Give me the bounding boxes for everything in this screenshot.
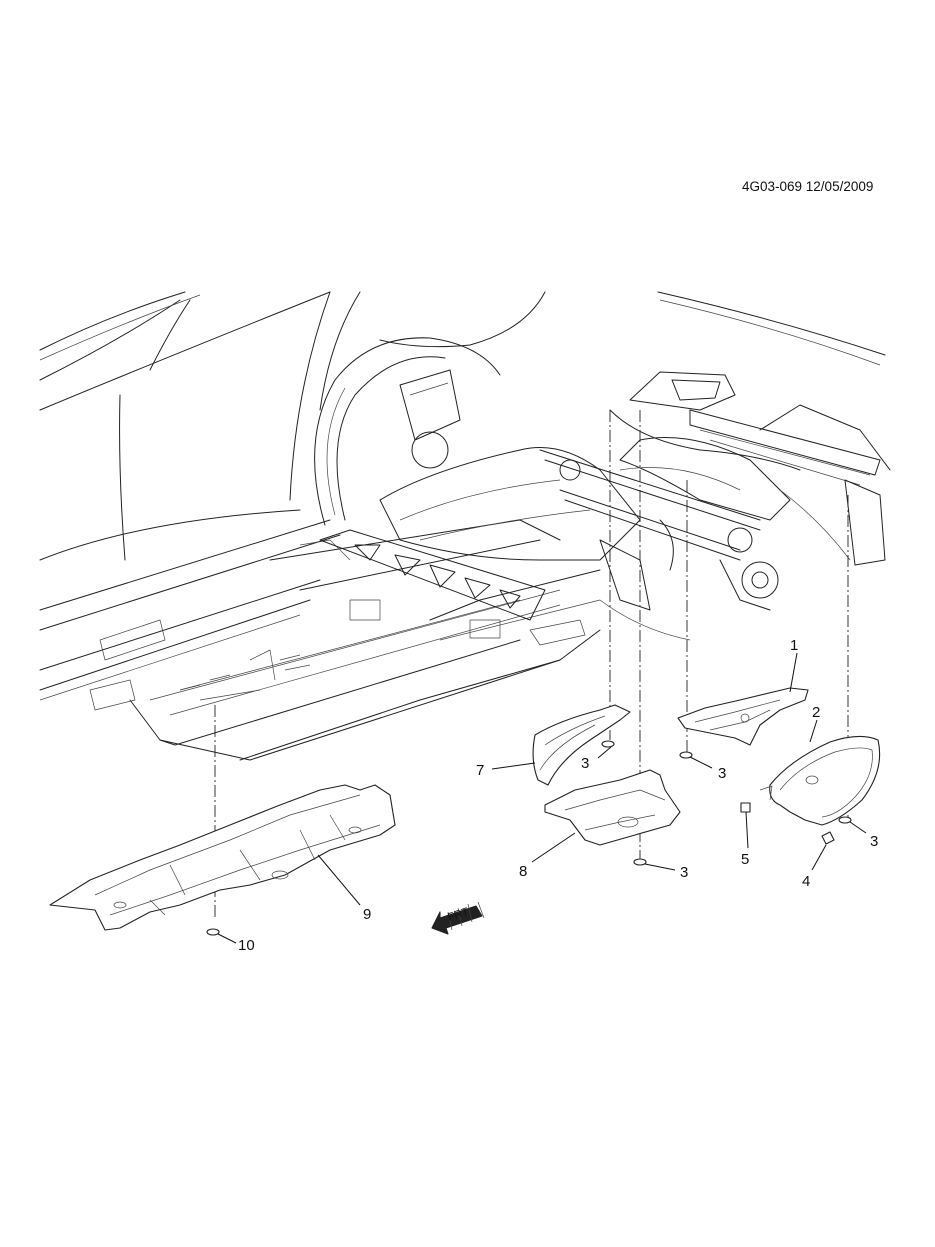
- document-id: 4G03-069 12/05/2009: [742, 179, 874, 194]
- callout-9: 9: [363, 906, 371, 923]
- callout-1: 1: [790, 637, 798, 654]
- heat-shield-part-9: [49, 784, 396, 931]
- front-arrow-icon: FRT: [431, 901, 485, 935]
- callout-2: 2: [812, 704, 820, 721]
- callout-5: 5: [741, 851, 749, 868]
- callout-3: 3: [870, 833, 878, 850]
- heat-shield-part-8: [544, 769, 681, 846]
- callout-4: 4: [802, 873, 810, 890]
- rear-suspension-illustration: [379, 371, 891, 641]
- callout-labels: 1 2 3 3 3 3 4 5 7 8 9 10: [238, 637, 878, 954]
- fasteners: [206, 740, 852, 936]
- heat-shield-part-2: [759, 735, 881, 826]
- vehicle-body-illustration: [39, 291, 886, 761]
- callout-3: 3: [680, 864, 688, 881]
- callout-7: 7: [476, 762, 484, 779]
- leader-lines: [217, 652, 867, 944]
- callout-3: 3: [718, 765, 726, 782]
- callout-8: 8: [519, 863, 527, 880]
- heat-shield-part-7: [532, 704, 631, 786]
- heat-shield-part-1: [677, 687, 809, 746]
- callout-3: 3: [581, 755, 589, 772]
- callout-10: 10: [238, 937, 255, 954]
